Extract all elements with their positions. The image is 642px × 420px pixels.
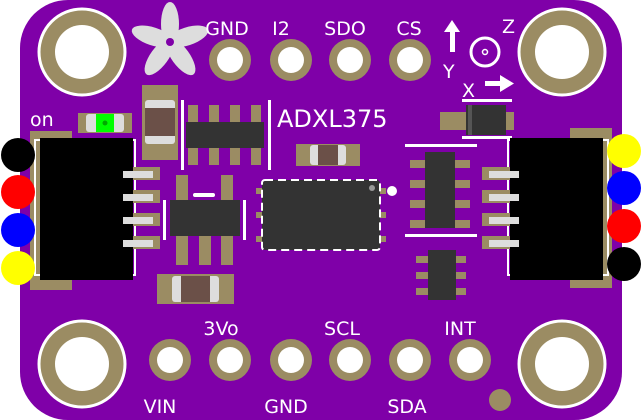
pin-label-sda: SDA <box>387 396 426 418</box>
y-arrow-icon <box>444 20 460 32</box>
pin-label-cs: CS <box>396 18 421 40</box>
level-shifter-chip <box>405 144 477 237</box>
stemma-qt-connector-left[interactable] <box>30 131 160 290</box>
pin-label-gnd-bottom: GND <box>264 396 308 418</box>
wire-end <box>1 213 35 247</box>
bottom-pin-row: 3Vo SCL INT VIN GND SDA <box>144 318 511 418</box>
capacitor <box>157 274 234 304</box>
capacitor <box>142 85 178 160</box>
resistor-array <box>181 100 271 170</box>
power-led <box>78 113 132 133</box>
wires-left <box>1 138 35 285</box>
fiducial <box>489 389 511 411</box>
wire-end <box>607 171 641 205</box>
chip-name-label: ADXL375 <box>277 105 388 133</box>
diode <box>440 99 514 139</box>
axis-label-x: X <box>462 80 475 102</box>
wire-end <box>607 134 641 168</box>
capacitor <box>296 144 360 166</box>
transistor-chip <box>416 250 466 300</box>
wire-end <box>607 247 641 281</box>
x-arrow-icon <box>500 75 514 92</box>
adxl375-chip <box>256 179 397 251</box>
pin-label-int: INT <box>444 318 476 340</box>
pin-label-3vo: 3Vo <box>203 318 238 340</box>
axis-label-z: Z <box>502 16 515 38</box>
axis-label-y: Y <box>442 61 455 83</box>
pin-label-i2: I2 <box>272 18 290 40</box>
wire-end <box>607 209 641 243</box>
pin-label-gnd-top: GND <box>205 18 249 40</box>
wire-end <box>1 251 35 285</box>
wire-end <box>1 175 35 209</box>
top-pin-row: GND I2 SDO CS <box>205 18 431 81</box>
pin-label-sdo: SDO <box>324 18 366 40</box>
voltage-regulator <box>163 175 246 265</box>
mounting-holes <box>37 7 607 409</box>
wires-right <box>607 134 641 281</box>
power-led-label: on <box>30 109 54 131</box>
pin-label-scl: SCL <box>324 318 360 340</box>
stemma-qt-connector-right[interactable] <box>482 128 612 288</box>
z-axis-icon <box>469 36 501 68</box>
axis-indicator: Y Z X <box>442 16 515 102</box>
adafruit-flower-logo <box>131 2 209 76</box>
wire-end <box>1 138 35 172</box>
pin-label-vin: VIN <box>144 396 177 418</box>
